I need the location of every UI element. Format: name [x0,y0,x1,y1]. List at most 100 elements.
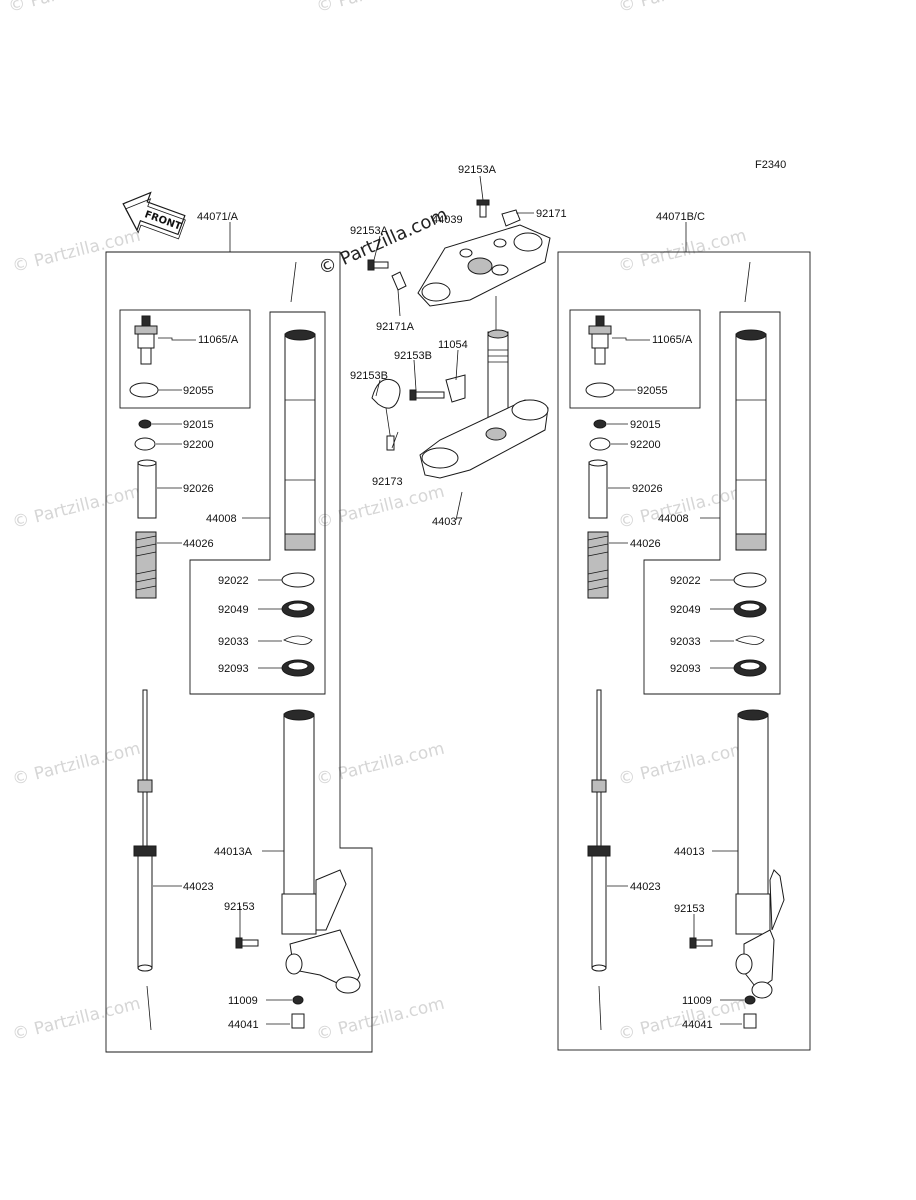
label-44041-right: 44041 [682,1019,713,1031]
watermark: © Partzilla.com [314,994,446,1045]
label-92033: 92033 [218,636,249,648]
label-92055-right: 92055 [637,385,668,397]
right-inner-tube-44013 [735,709,785,999]
left-washer-92200 [134,437,156,451]
right-nut-92015 [593,419,607,429]
bolt-92153A-left [367,259,389,271]
label-92153B-b: 92153B [350,370,388,382]
label-92015-right: 92015 [630,419,661,431]
right-o-ring-92055 [585,382,615,398]
left-spring-44026 [135,531,157,599]
label-44008-right: 44008 [658,513,689,525]
left-fork-outer-frame [105,251,373,1053]
left-inner-tube-44013A [281,709,361,994]
watermark: © Partzilla.com [10,482,142,533]
upper-triple-clamp [417,224,551,307]
left-o-ring-92055 [129,382,159,398]
right-seal-subgroup-frame [643,311,781,695]
watermark: © Partzilla.com [314,482,446,533]
left-drain-44041 [291,1013,305,1029]
left-cap-bolt [134,315,158,365]
label-11065A: 11065/A [198,334,239,346]
watermark: © Partzilla.com [616,0,748,17]
label-92153B-a: 92153B [394,350,432,362]
label-92033-right: 92033 [670,636,701,648]
right-spacer-92026 [588,459,608,519]
clip-92171 [501,209,521,227]
left-outer-tube-44008 [284,261,316,551]
left-spacer-92026 [137,459,157,519]
bracket-11054 [445,374,466,403]
right-bolt-92153 [689,937,713,949]
label-44071A: 44071/A [197,211,239,223]
right-washer-92200 [589,437,611,451]
right-fork-outer-frame [557,251,811,1051]
label-44041: 44041 [228,1019,259,1031]
label-92153A-left: 92153A [350,225,389,237]
right-outer-tube-44008 [735,261,767,551]
label-44071BC: 44071B/C [656,211,705,223]
label-92022-right: 92022 [670,575,701,587]
watermark: © Partzilla.com [616,226,748,277]
left-fork-assembly: 44071/A 11065/A 92055 92015 92200 92026 … [105,211,373,1053]
bolt-92153A-top [476,199,490,218]
label-92200: 92200 [183,439,214,451]
watermark: © Partzilla.com [616,739,748,790]
label-92153-right: 92153 [674,903,705,915]
left-nut-92015 [138,419,152,429]
bolt-92153B [409,389,445,401]
label-44039: 44039 [432,214,463,226]
label-92049: 92049 [218,604,249,616]
right-drain-44041 [743,1013,757,1029]
right-cap-bolt [588,315,612,365]
lower-triple-clamp [419,399,549,479]
label-44008: 44008 [206,513,237,525]
watermark: © Partzilla.com [314,0,446,17]
label-44013-right: 44013 [674,846,705,858]
label-92026-right: 92026 [632,483,663,495]
label-11054: 11054 [438,339,468,351]
right-damper-cartridge-44023 [587,689,611,1031]
right-washer-11009 [744,995,756,1005]
label-92022: 92022 [218,575,249,587]
label-92153A-top: 92153A [458,164,497,176]
label-92015: 92015 [183,419,214,431]
clip-92171A [391,271,407,291]
watermark: © Partzilla.com [10,226,142,277]
label-11009-right: 11009 [682,995,712,1007]
label-44013A: 44013A [214,846,253,858]
left-seal-subgroup-frame [189,311,326,695]
label-44023: 44023 [183,881,214,893]
figure-code: F2340 [755,159,786,171]
left-seal-92022 [281,572,315,588]
label-11009: 11009 [228,995,258,1007]
label-92093: 92093 [218,663,249,675]
label-92171A: 92171A [376,321,415,333]
left-washer-11009 [292,995,304,1005]
label-44026-right: 44026 [630,538,661,550]
label-44037: 44037 [432,516,463,528]
label-11065A-right: 11065/A [652,334,693,346]
right-seal-92022 [733,572,767,588]
label-92200-right: 92200 [630,439,661,451]
right-clip-92033 [735,635,765,645]
watermark: © Partzilla.com [314,739,446,790]
left-damper-cartridge-44023 [133,689,157,1031]
label-92049-right: 92049 [670,604,701,616]
label-92171-top: 92171 [536,208,567,220]
right-spring-44026 [587,531,609,599]
label-92153: 92153 [224,901,255,913]
steering-stem [487,329,509,433]
label-92055: 92055 [183,385,214,397]
right-cap-subgroup-frame [569,309,701,409]
label-92093-right: 92093 [670,663,701,675]
left-cap-subgroup-frame [119,309,251,409]
label-92026: 92026 [183,483,214,495]
watermark: © Partzilla.com [10,739,142,790]
label-44023-right: 44023 [630,881,661,893]
label-92173: 92173 [372,476,403,488]
watermark: © Partzilla.com [6,0,138,17]
hose-clamp-92173 [371,378,401,451]
left-clip-92033 [283,635,313,645]
